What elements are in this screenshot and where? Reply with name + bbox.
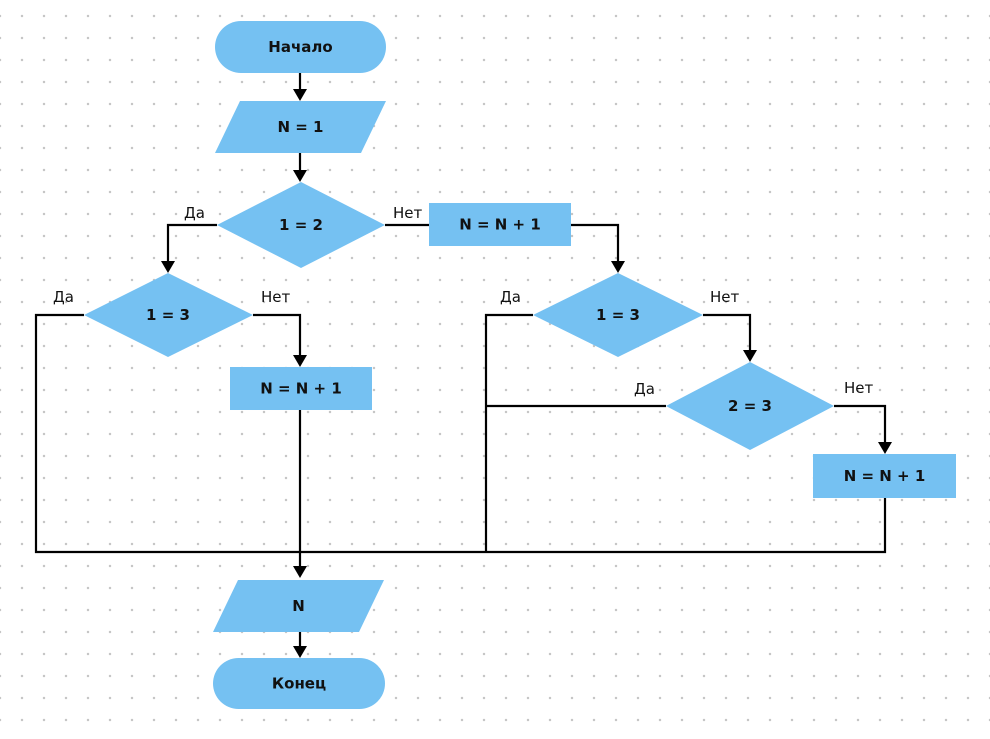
input-n-parallelogram[interactable]: N = 1 — [215, 101, 386, 153]
output-n-parallelogram[interactable]: N — [213, 580, 384, 632]
label-left13-no: Нет — [261, 288, 291, 306]
edge-left13-yes — [34, 313, 300, 554]
process-increment-top[interactable]: N = N + 1 — [429, 203, 571, 246]
label-cond23-yes: Да — [634, 380, 655, 398]
decision-2-eq-3-shape — [666, 362, 834, 450]
arrowhead — [293, 646, 307, 658]
start-terminator-label: Начало — [268, 38, 332, 56]
decision-1-eq-2[interactable]: 1 = 2 — [217, 182, 385, 268]
decision-left-1-eq-3-shape — [84, 273, 253, 357]
connectors — [34, 73, 892, 658]
label-right13-no: Нет — [710, 288, 740, 306]
shapes: Начало N = 1 1 = 2 N = N + 1 1 = 3 N = N… — [84, 21, 956, 709]
arrowhead — [293, 355, 307, 367]
edge-cond12-yes — [166, 223, 217, 263]
process-increment-right[interactable]: N = N + 1 — [813, 454, 956, 498]
end-terminator-label: Конец — [272, 675, 326, 693]
label-cond12-yes: Да — [184, 204, 205, 222]
process-increment-top-shape — [429, 203, 571, 246]
edge-labels: Да Нет Да Нет Да Нет Да Нет — [53, 204, 874, 398]
edge-incright-to-bus — [300, 498, 887, 554]
arrowhead — [293, 566, 307, 578]
decision-left-1-eq-3[interactable]: 1 = 3 — [84, 273, 253, 357]
end-terminator-shape — [213, 658, 385, 709]
process-increment-left-label: N = N + 1 — [260, 380, 342, 398]
edge-cond23-no — [834, 404, 887, 444]
decision-left-1-eq-3-label: 1 = 3 — [146, 306, 190, 324]
label-right13-yes: Да — [500, 288, 521, 306]
arrowhead — [878, 442, 892, 454]
process-increment-top-label: N = N + 1 — [459, 216, 541, 234]
process-increment-right-shape — [813, 454, 956, 498]
arrowhead — [161, 261, 175, 273]
decision-1-eq-2-label: 1 = 2 — [279, 216, 323, 234]
arrowhead — [611, 261, 625, 273]
edge-left13-no — [253, 313, 302, 357]
decision-right-1-eq-3-shape — [533, 273, 703, 357]
edge-right13-no — [703, 313, 752, 352]
output-n-label: N — [292, 597, 305, 615]
arrowhead — [743, 350, 757, 362]
edge-inctop-to-right13 — [571, 223, 620, 263]
input-n-label: N = 1 — [277, 118, 323, 136]
label-cond23-no: Нет — [844, 379, 874, 397]
process-increment-right-label: N = N + 1 — [844, 467, 926, 485]
process-increment-left[interactable]: N = N + 1 — [230, 367, 372, 410]
arrowhead — [293, 170, 307, 182]
edge-right13-yes — [484, 313, 533, 552]
arrowhead — [293, 89, 307, 101]
label-left13-yes: Да — [53, 288, 74, 306]
output-n-shape — [213, 580, 384, 632]
label-cond12-no: Нет — [393, 204, 423, 222]
process-increment-left-shape — [230, 367, 372, 410]
start-terminator[interactable]: Начало — [215, 21, 386, 73]
decision-1-eq-2-shape — [217, 182, 385, 268]
decision-right-1-eq-3[interactable]: 1 = 3 — [533, 273, 703, 357]
decision-2-eq-3-label: 2 = 3 — [728, 397, 772, 415]
input-n-shape — [215, 101, 386, 153]
decision-right-1-eq-3-label: 1 = 3 — [596, 306, 640, 324]
decision-2-eq-3[interactable]: 2 = 3 — [666, 362, 834, 450]
start-terminator-shape — [215, 21, 386, 73]
end-terminator[interactable]: Конец — [213, 658, 385, 709]
